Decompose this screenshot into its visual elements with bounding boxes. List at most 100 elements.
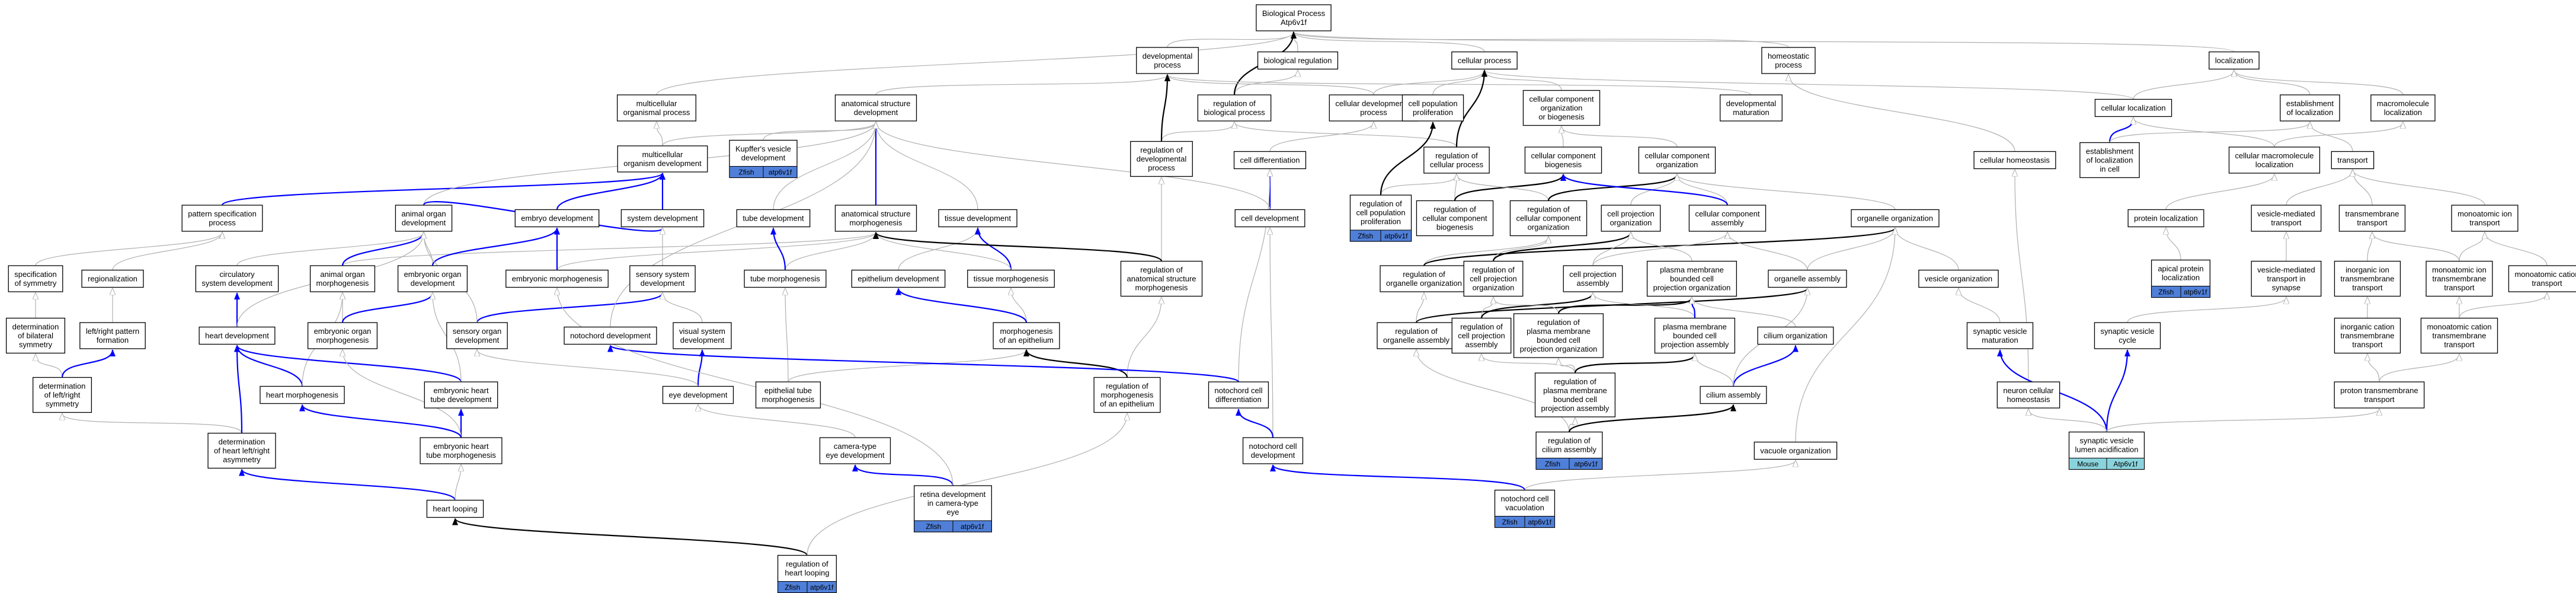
term-node[interactable]: heart morphogenesis	[260, 385, 345, 404]
term-node[interactable]: cilium organization	[1757, 326, 1834, 345]
term-node[interactable]: organelle organization	[1851, 209, 1940, 228]
term-node[interactable]: tube development	[736, 209, 811, 228]
term-node[interactable]: cilium assembly	[1700, 385, 1767, 404]
term-node[interactable]: cellular homeostasis	[1973, 151, 2056, 170]
term-node[interactable]: heart looping	[426, 499, 484, 518]
term-node[interactable]: embryo development	[514, 209, 600, 228]
term-node[interactable]: vacuole organization	[1753, 441, 1838, 460]
term-node[interactable]: notochord development	[564, 326, 657, 345]
term-node[interactable]: system development	[620, 209, 705, 228]
term-node[interactable]: vesicle organization	[1918, 269, 1999, 288]
term-node[interactable]: cellular process	[1451, 51, 1518, 70]
term-node[interactable]: tissue morphogenesis	[967, 269, 1055, 288]
term-node[interactable]: heart development	[199, 326, 276, 345]
term-node[interactable]: biological regulation	[1257, 51, 1339, 70]
term-node[interactable]: transport	[2331, 151, 2375, 170]
term-node[interactable]: epithelium development	[851, 269, 946, 288]
term-node[interactable]: protein localization	[2127, 209, 2204, 228]
term-node[interactable]: tissue development	[938, 209, 1017, 228]
term-node[interactable]: eye development	[662, 385, 734, 404]
term-node[interactable]: embryonic morphogenesis	[505, 269, 609, 288]
term-node[interactable]: cellular localization	[2094, 98, 2172, 117]
term-node[interactable]: cell differentiation	[1233, 151, 1307, 170]
term-node[interactable]: organelle assembly	[1768, 269, 1847, 288]
term-node[interactable]: cell development	[1234, 209, 1305, 228]
term-node[interactable]: tube morphogenesis	[744, 269, 827, 288]
